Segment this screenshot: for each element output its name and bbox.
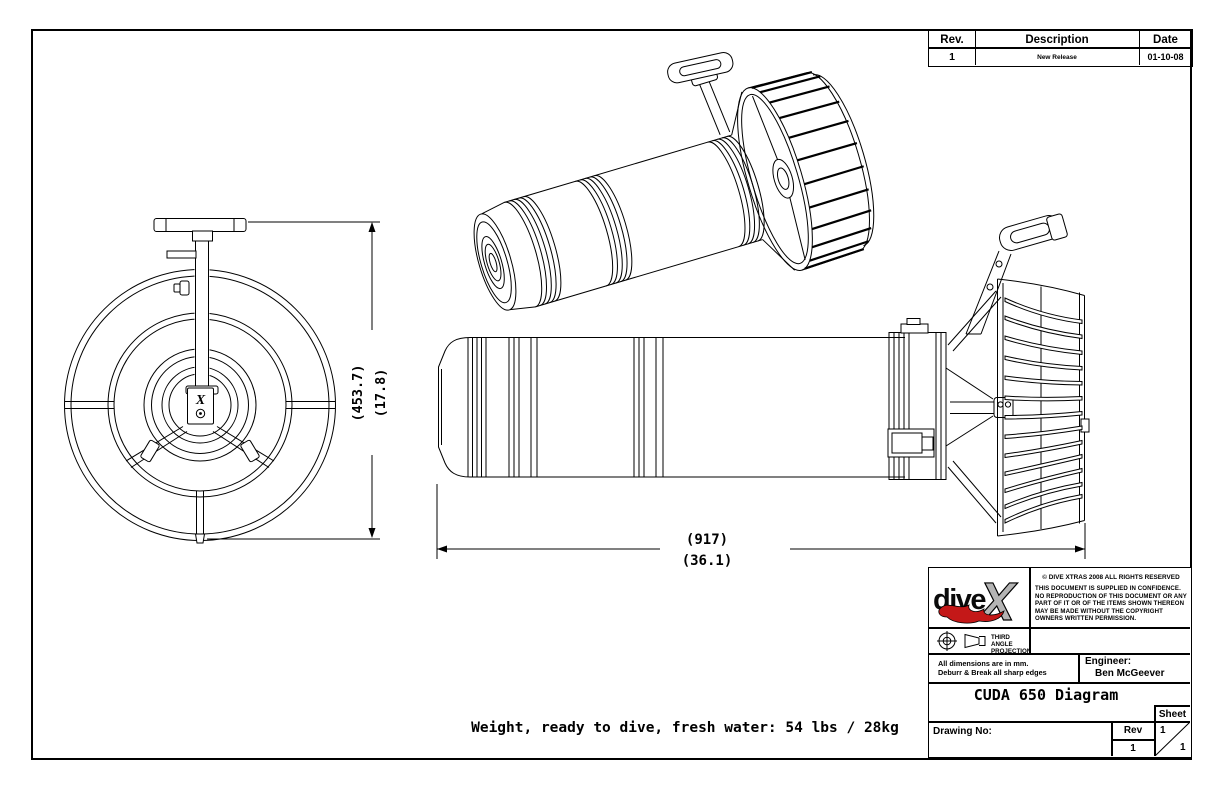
units-note-line2: Deburr & Break all sharp edges	[938, 668, 1047, 677]
rear-bottom-skeg	[194, 533, 206, 544]
engineer-label: Engineer:	[1085, 656, 1132, 667]
revision-description: New Release	[1037, 53, 1077, 61]
revision-row: 1 New Release 01-10-08	[929, 50, 1192, 64]
engineer-name: Ben McGeever	[1095, 668, 1165, 679]
date-col-header: Date	[1153, 33, 1178, 46]
sheet-diagonal	[1155, 722, 1190, 756]
side-prop-shroud	[997, 278, 1090, 537]
iso-nose-cap	[473, 201, 536, 311]
iso-t-handle	[667, 52, 734, 136]
iso-shroud	[731, 71, 875, 271]
dimension-lines	[207, 221, 1086, 559]
rear-tow-post	[166, 237, 219, 395]
description-col-header: Description	[1025, 33, 1089, 46]
rear-view-drawing: X	[64, 218, 336, 544]
confidentiality-note: THIS DOCUMENT IS SUPPLIED IN CONFIDENCE.…	[1035, 585, 1187, 623]
copyright-line: © DIVE XTRAS 2008 ALL RIGHTS RESERVED	[1042, 574, 1180, 581]
sheet-total: 1	[1180, 742, 1186, 753]
rear-spokes	[64, 401, 336, 541]
drawing-border-frame	[31, 29, 1192, 760]
weight-note: Weight, ready to dive, fresh water: 54 l…	[471, 719, 899, 736]
iso-body	[504, 134, 765, 308]
iso-louvers	[751, 71, 872, 270]
height-dimension-in: (17.8)	[373, 368, 389, 418]
units-note-line1: All dimensions are in mm.	[938, 659, 1029, 668]
isometric-view-drawing	[473, 52, 875, 311]
height-dimension-mm: (453.7)	[350, 364, 366, 422]
divex-logo: X dive	[933, 571, 1019, 626]
revision-number: 1	[949, 51, 955, 63]
rear-struts	[125, 426, 275, 468]
sheet-label: Sheet	[1158, 708, 1187, 720]
length-dimension-in: (36.1)	[681, 552, 733, 569]
revision-table: Rev. Description Date 1 New Release 01-1…	[928, 29, 1193, 67]
side-view-drawing	[438, 213, 1090, 537]
rev-col-header: Rev.	[940, 33, 964, 46]
side-body	[438, 337, 905, 478]
iso-motor-hub	[772, 158, 795, 199]
rev-label: Rev	[1123, 725, 1143, 736]
divex-logo-swoosh	[938, 604, 1005, 624]
side-louvers	[1004, 297, 1083, 524]
revision-date: 01-10-08	[1147, 52, 1184, 62]
projection-label: THIRD ANGLE PROJECTION	[991, 634, 1032, 655]
hub-logo-x-text: X	[195, 393, 206, 408]
side-tail-ring	[887, 318, 947, 480]
rear-t-handle	[153, 218, 247, 242]
side-t-handle	[965, 213, 1068, 335]
third-angle-projection-icon	[937, 631, 986, 651]
title-block: X dive © DIVE XTRAS 2008 ALL RIGHTS RESE…	[928, 567, 1192, 758]
rev-value: 1	[1130, 742, 1136, 754]
drawing-no-label: Drawing No:	[933, 726, 992, 737]
length-dimension-mm: (917)	[685, 532, 729, 548]
rear-hub-logo-plate: X	[187, 387, 214, 425]
drawing-title: CUDA 650 Diagram	[973, 686, 1119, 704]
sheet-current: 1	[1160, 725, 1166, 736]
